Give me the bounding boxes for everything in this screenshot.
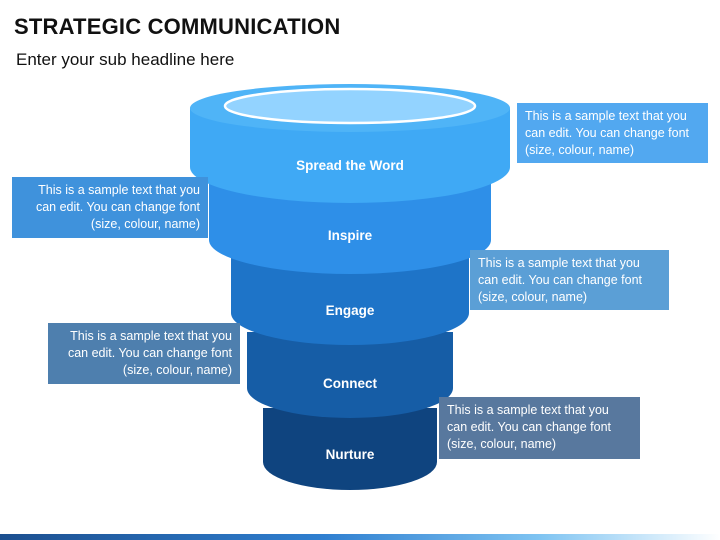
funnel-tier-engage-label: Engage bbox=[326, 303, 375, 318]
funnel-tier-engage: Engage bbox=[231, 255, 469, 345]
funnel-tier-inspire: Inspire bbox=[209, 180, 491, 274]
note-text-spread-the-word: This is a sample text that you can edit.… bbox=[525, 109, 690, 157]
note-box-connect: This is a sample text that you can edit.… bbox=[48, 323, 240, 384]
note-text-connect: This is a sample text that you can edit.… bbox=[67, 329, 232, 377]
funnel-tier-connect-body bbox=[247, 332, 453, 418]
funnel-tier-engage-body bbox=[231, 255, 469, 345]
note-box-inspire: This is a sample text that you can edit.… bbox=[12, 177, 208, 238]
funnel-tier-inspire-body bbox=[209, 180, 491, 274]
note-box-spread-the-word: This is a sample text that you can edit.… bbox=[517, 103, 708, 163]
funnel-tier-nurture: Nurture bbox=[263, 408, 437, 490]
page-title: STRATEGIC COMMUNICATION bbox=[14, 14, 341, 39]
funnel-tier-nurture-label: Nurture bbox=[326, 447, 375, 462]
page-subtitle: Enter your sub headline here bbox=[16, 50, 235, 69]
note-text-engage: This is a sample text that you can edit.… bbox=[478, 256, 643, 304]
funnel-tier-connect-label: Connect bbox=[323, 376, 378, 391]
funnel-tier-spread-the-word: Spread the Word bbox=[190, 84, 510, 203]
funnel-tier-connect: Connect bbox=[247, 332, 453, 418]
funnel-tier-spread-the-word-label: Spread the Word bbox=[296, 158, 404, 173]
funnel-tier-nurture-body bbox=[263, 408, 437, 490]
note-box-nurture: This is a sample text that you can edit.… bbox=[439, 397, 640, 459]
funnel-tier-inspire-label: Inspire bbox=[328, 228, 373, 243]
funnel-tier-spread-the-word-body bbox=[190, 108, 510, 203]
footer-accent-bar bbox=[0, 534, 720, 540]
note-text-inspire: This is a sample text that you can edit.… bbox=[35, 183, 200, 231]
note-box-engage: This is a sample text that you can edit.… bbox=[470, 250, 669, 310]
funnel-opening bbox=[223, 87, 477, 125]
note-text-nurture: This is a sample text that you can edit.… bbox=[447, 403, 612, 451]
